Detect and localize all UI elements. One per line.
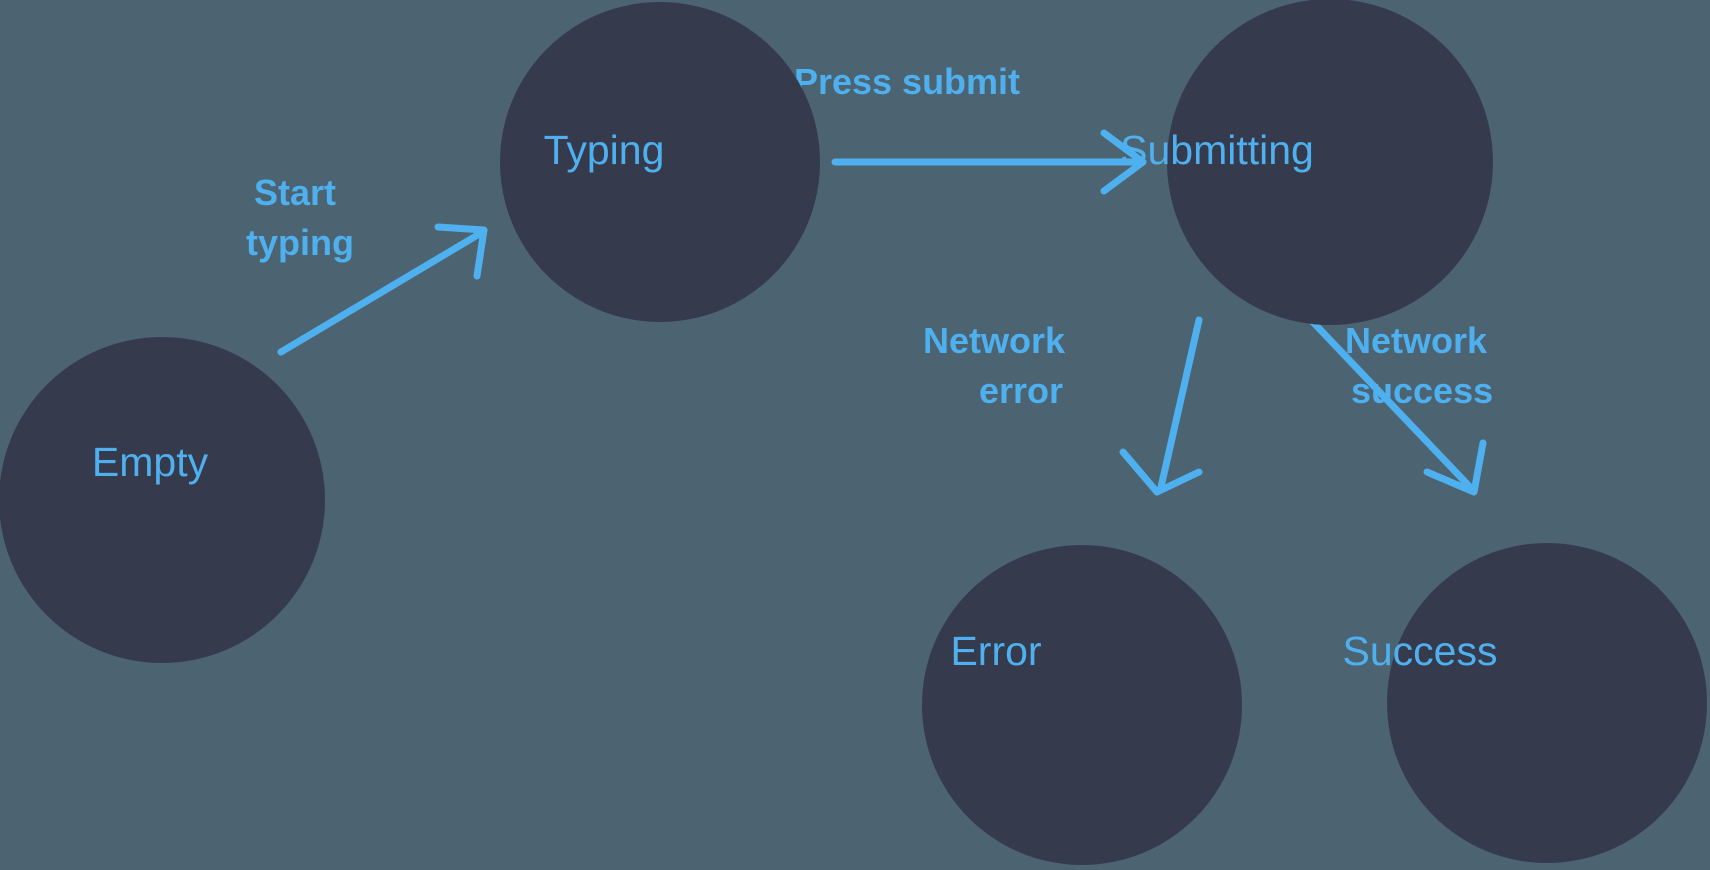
- edge-line-empty-to-typing: [277, 229, 485, 356]
- edge-label-empty-to-typing: Start typing: [246, 172, 354, 263]
- arrow-head-submitting-to-error: [1119, 448, 1203, 496]
- edge-label-submitting-to-success: Network success: [1345, 320, 1497, 411]
- state-node-error[interactable]: Error: [922, 545, 1242, 865]
- state-node-empty[interactable]: Empty: [0, 337, 325, 663]
- state-node-submitting[interactable]: Submitting: [1120, 0, 1493, 325]
- edge-label-line: typing: [246, 222, 354, 263]
- arrow-head-typing-to-submitting: [1100, 129, 1147, 195]
- state-circle-empty: [0, 337, 325, 663]
- state-circle-error: [922, 545, 1242, 865]
- edge-label-line: Press submit: [794, 61, 1020, 102]
- state-label-empty: Empty: [92, 439, 209, 485]
- state-circle-submitting: [1167, 0, 1493, 325]
- state-node-typing[interactable]: Typing: [500, 2, 820, 322]
- state-label-error: Error: [950, 628, 1041, 674]
- state-label-success: Success: [1343, 628, 1498, 674]
- edge-label-typing-to-submitting: Press submit: [794, 61, 1020, 102]
- edge-submitting-to-error[interactable]: Network error: [923, 316, 1203, 496]
- state-circle-typing: [500, 2, 820, 322]
- edge-submitting-to-success[interactable]: Network success: [1307, 316, 1497, 496]
- edge-label-line: Start: [254, 172, 336, 213]
- edge-empty-to-typing[interactable]: Start typing: [246, 172, 488, 356]
- edge-line-submitting-to-success: [1307, 316, 1474, 491]
- arrow-head-empty-to-typing: [434, 223, 488, 280]
- state-node-success[interactable]: Success: [1343, 543, 1707, 863]
- edge-label-line: Network: [923, 320, 1066, 361]
- state-circle-success: [1387, 543, 1707, 863]
- edge-line-submitting-to-error: [1157, 316, 1203, 491]
- state-label-typing: Typing: [544, 127, 665, 173]
- edge-typing-to-submitting[interactable]: Press submit: [794, 61, 1147, 195]
- edge-label-line: Network: [1345, 320, 1488, 361]
- edge-label-line: error: [979, 370, 1063, 411]
- arrow-head-submitting-to-success: [1423, 439, 1487, 496]
- state-label-submitting: Submitting: [1120, 127, 1314, 173]
- edge-label-line: success: [1351, 370, 1493, 411]
- edge-label-submitting-to-error: Network error: [923, 320, 1075, 411]
